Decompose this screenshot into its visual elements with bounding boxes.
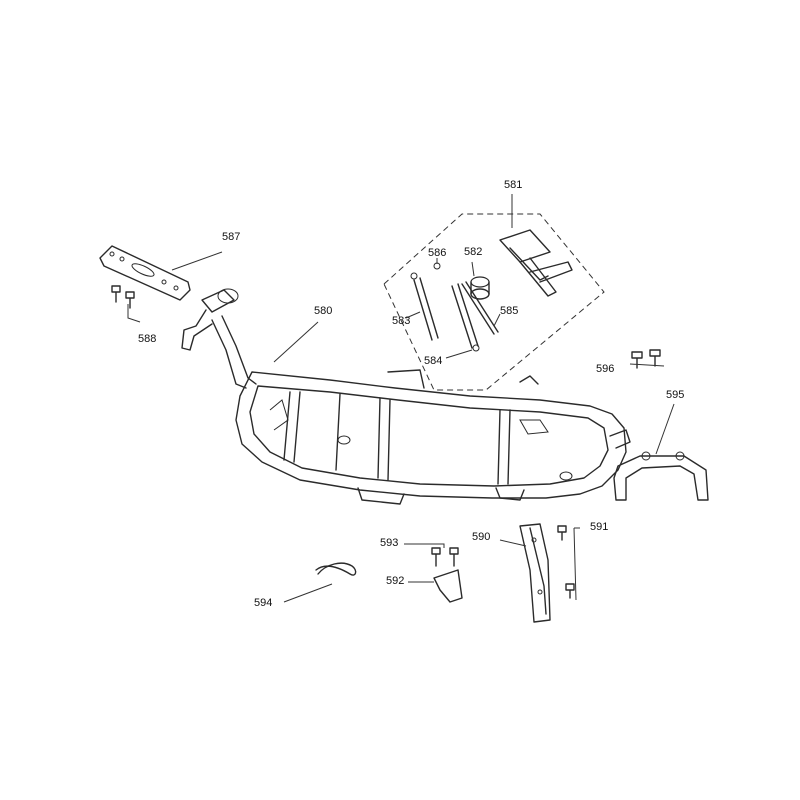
part-580-frame [181,288,631,505]
part-588-bolts [111,285,135,309]
leader-lines [127,194,675,603]
callout-587: 587 [222,231,240,243]
callout-585: 585 [500,305,518,317]
part-583-bolt [413,277,439,341]
callout-584: 584 [424,355,442,367]
part-587-plate [99,245,191,301]
part-582-bushing [470,276,490,300]
part-581-bracket [499,229,573,297]
callout-592: 592 [386,575,404,587]
part-590-bracket [519,523,551,623]
callout-593: 593 [380,537,398,549]
callout-586: 586 [428,247,446,259]
part-585-rod [461,281,499,335]
callout-588: 588 [138,333,156,345]
callout-580: 580 [314,305,332,317]
callout-596: 596 [596,363,614,375]
part-584-bolt [451,283,480,352]
part-586-nuts [410,262,441,280]
callout-581: 581 [504,179,522,191]
part-581-assembly-box [383,213,605,391]
callout-595: 595 [666,389,684,401]
callout-590: 590 [472,531,490,543]
part-596-bolts [631,349,661,369]
part-594-cable [315,562,357,576]
part-595-bracket [613,451,709,501]
callout-594: 594 [254,597,272,609]
callout-591: 591 [590,521,608,533]
callout-582: 582 [464,246,482,258]
part-592-bracket [433,569,463,603]
callout-583: 583 [392,315,410,327]
part-591-bolts [557,525,575,599]
part-593-bolts [431,547,459,567]
